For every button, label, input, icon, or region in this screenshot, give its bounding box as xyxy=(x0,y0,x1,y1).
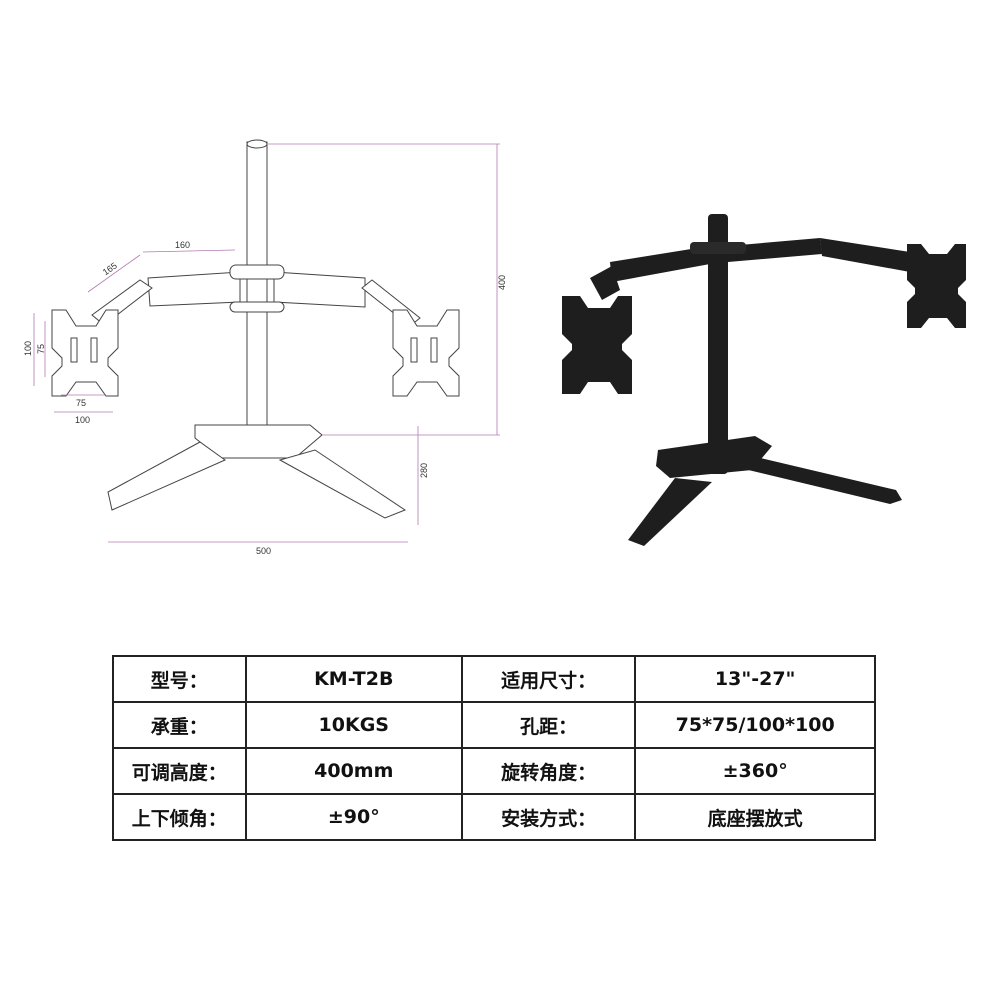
table-row: 承重： 10KGS 孔距： 75*75/100*100 xyxy=(112,701,876,749)
value-rotation: ±360° xyxy=(634,747,876,795)
render-vesa-right xyxy=(907,244,966,328)
table-row: 型号： KM-T2B 适用尺寸： 13"-27" xyxy=(112,655,876,703)
dim-165: 165 xyxy=(101,260,119,277)
product-render xyxy=(562,214,966,546)
dim-400: 400 xyxy=(497,275,507,290)
label-rotation: 旋转角度： xyxy=(460,747,637,795)
label-tilt: 上下倾角： xyxy=(112,793,247,841)
render-pole xyxy=(708,214,728,474)
table-row: 上下倾角： ±90° 安装方式： 底座摆放式 xyxy=(112,793,876,841)
value-tilt: ±90° xyxy=(244,793,463,841)
dim-100-vertical: 100 xyxy=(23,341,33,356)
base-foot-right xyxy=(278,449,407,519)
dim-160: 160 xyxy=(175,240,190,250)
label-install: 安装方式： xyxy=(460,793,637,841)
value-install: 底座摆放式 xyxy=(634,793,876,841)
technical-drawing: 160 165 400 100 75 75 100 280 500 xyxy=(23,139,507,556)
label-load: 承重： xyxy=(112,701,247,749)
value-vesa: 75*75/100*100 xyxy=(634,701,876,749)
render-base-foot-right xyxy=(740,456,902,504)
value-screen-size: 13"-27" xyxy=(634,655,876,703)
table-row: 可调高度： 400mm 旋转角度： ±360° xyxy=(112,747,876,795)
value-height: 400mm xyxy=(244,747,463,795)
label-screen-size: 适用尺寸： xyxy=(460,655,637,703)
spec-table: 型号： KM-T2B 适用尺寸： 13"-27" 承重： 10KGS 孔距： 7… xyxy=(112,655,876,841)
value-load: 10KGS xyxy=(244,701,463,749)
render-base-foot-left xyxy=(628,478,712,546)
vesa-plate-right xyxy=(392,309,460,397)
dim-280: 280 xyxy=(419,463,429,478)
label-height: 可调高度： xyxy=(112,747,247,795)
render-vesa-left xyxy=(562,296,632,394)
dim-75-vertical: 75 xyxy=(36,344,46,354)
base-foot-left xyxy=(107,441,227,511)
vesa-plate-left xyxy=(51,309,119,397)
dim-100-horizontal: 100 xyxy=(75,415,90,425)
pole xyxy=(246,141,268,433)
value-model: KM-T2B xyxy=(244,655,463,703)
label-vesa: 孔距： xyxy=(460,701,637,749)
dim-75-horizontal: 75 xyxy=(76,398,86,408)
dim-500: 500 xyxy=(256,546,271,556)
label-model: 型号： xyxy=(112,655,247,703)
